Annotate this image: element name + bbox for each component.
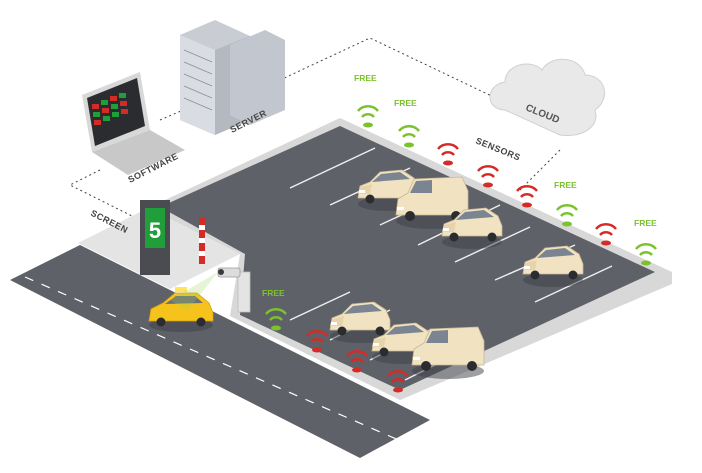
road [10, 245, 430, 458]
sensors-bottom-row [265, 308, 409, 393]
taxi-car [148, 287, 214, 332]
sensor-occupied [477, 165, 499, 188]
sensor-occupied [437, 143, 459, 166]
sensor-free [357, 105, 379, 128]
screen-kiosk [140, 200, 170, 275]
sensor-free [556, 204, 578, 227]
available-spots-display: 5 [149, 218, 161, 243]
sensor-occupied [346, 350, 368, 373]
sensor-free [265, 308, 287, 331]
sensor-occupied [387, 370, 409, 393]
free-label: FREE [394, 98, 417, 108]
cloud-icon [489, 58, 605, 136]
sensor-free [635, 243, 657, 266]
server-stack [180, 20, 285, 135]
free-label: FREE [634, 218, 657, 228]
sensor-occupied [516, 185, 538, 208]
network-connection-lines [68, 37, 561, 226]
free-label: FREE [354, 73, 377, 83]
sensors-label: SENSORS [474, 136, 522, 163]
laptop [82, 72, 185, 175]
gate-barrier [199, 218, 205, 264]
gate-camera [170, 267, 251, 313]
sensor-occupied [595, 223, 617, 246]
free-label: FREE [554, 180, 577, 190]
free-label: FREE [262, 288, 285, 298]
sensor-occupied [306, 330, 328, 353]
sensors-top-row [357, 105, 657, 266]
sensor-free [398, 125, 420, 148]
